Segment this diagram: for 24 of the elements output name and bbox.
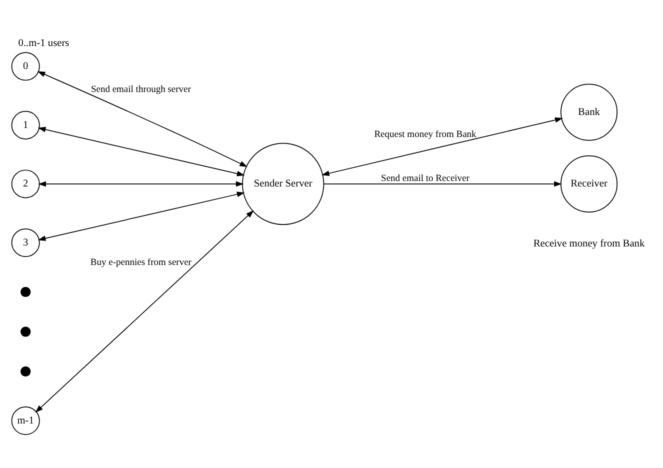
edge-label: Send email to Receiver — [381, 174, 470, 184]
node-dot — [20, 286, 31, 297]
node-circle: 2 — [11, 169, 40, 198]
arrow — [38, 191, 245, 240]
arrow — [323, 180, 562, 186]
arrow — [322, 116, 563, 176]
diagram-title: 0..m-1 users — [18, 38, 70, 49]
node-circle: 3 — [11, 228, 40, 256]
arrow — [35, 210, 254, 412]
node-dot — [20, 366, 31, 376]
node-circle: Receiver — [560, 154, 618, 212]
arrow — [38, 126, 245, 176]
edge-label: Send email through server — [90, 84, 191, 95]
node-dot — [20, 326, 31, 336]
node-circle: m-1 — [11, 406, 40, 434]
label: Receive money from Bank — [533, 238, 645, 249]
arrow — [37, 70, 248, 166]
node-circle: Bank — [560, 83, 618, 140]
node-circle: 0 — [11, 52, 40, 80]
node-circle: Sender Server — [242, 142, 324, 224]
node-circle: 1 — [11, 110, 40, 139]
arrow — [38, 180, 244, 186]
edge-label: Request money from Bank — [374, 130, 476, 140]
edge-label: Buy e-pennies from server — [90, 258, 192, 268]
